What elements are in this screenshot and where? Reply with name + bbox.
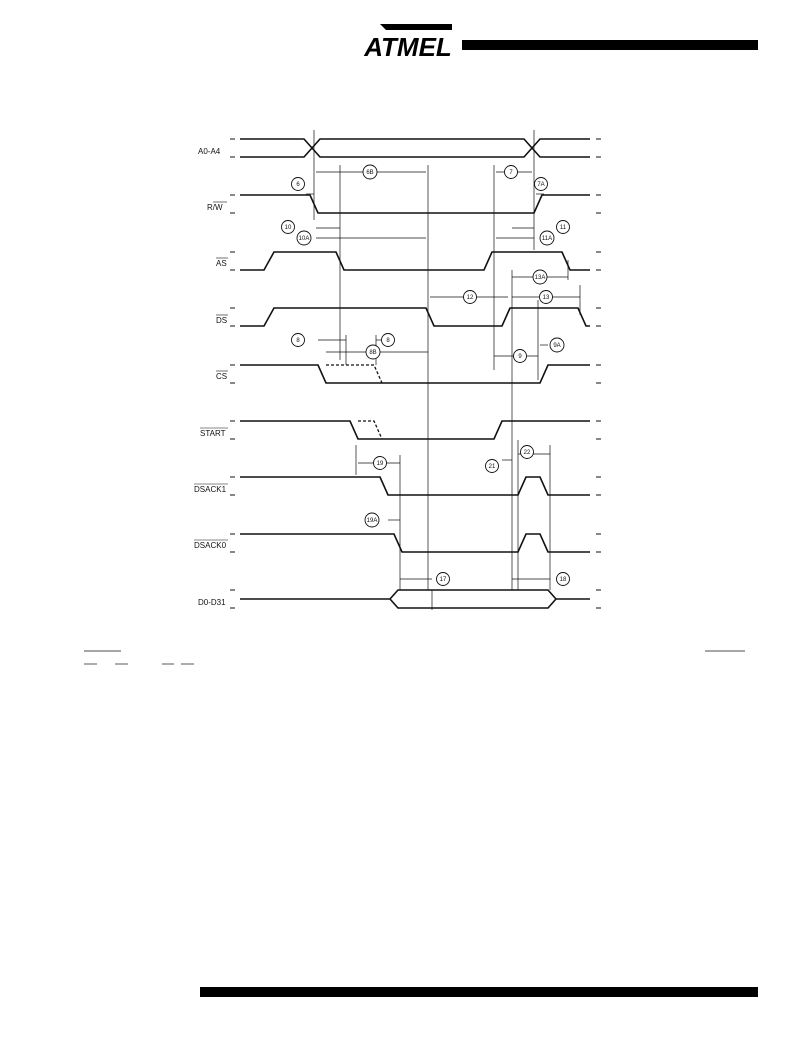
label-dsack0: DSACK0 bbox=[194, 541, 227, 550]
timing-bubble-17: 17 bbox=[436, 572, 450, 586]
svg-text:8: 8 bbox=[296, 338, 300, 344]
timing-bubble-11a: 11A bbox=[539, 230, 555, 246]
timing-bubble-8-right: 8 bbox=[381, 333, 395, 347]
timing-bubble-19a: 19A bbox=[364, 512, 380, 528]
svg-text:19: 19 bbox=[377, 461, 384, 467]
dimension-arrows bbox=[306, 171, 580, 580]
level-ticks bbox=[230, 138, 601, 609]
label-start: START bbox=[200, 429, 226, 438]
svg-text:10: 10 bbox=[285, 225, 292, 231]
timing-bubble-7a: 7A bbox=[534, 177, 548, 191]
wave-cs-dashed bbox=[326, 364, 383, 384]
svg-text:18: 18 bbox=[560, 577, 567, 583]
svg-text:11: 11 bbox=[560, 225, 567, 231]
timing-bubble-10: 10 bbox=[281, 220, 295, 234]
timing-bubble-22: 22 bbox=[520, 445, 534, 459]
timing-bubble-18: 18 bbox=[556, 572, 570, 586]
wave-start bbox=[240, 420, 590, 440]
svg-text:21: 21 bbox=[489, 464, 496, 470]
wave-start-dashed bbox=[358, 420, 383, 440]
label-d0d31: D0-D31 bbox=[198, 598, 226, 607]
timing-bubble-10a: 10A bbox=[296, 230, 312, 246]
timing-bubble-9: 9 bbox=[513, 349, 527, 363]
timing-bubble-6b: 6B bbox=[362, 164, 378, 180]
wave-d0d31 bbox=[240, 589, 590, 609]
svg-text:7A: 7A bbox=[537, 182, 544, 188]
label-ds: DS bbox=[216, 316, 227, 325]
atmel-logo: ATMEL bbox=[363, 24, 452, 62]
timing-bubble-19: 19 bbox=[373, 456, 387, 470]
timing-bubble-6: 6 bbox=[291, 177, 305, 191]
timing-bubble-8b: 8B bbox=[365, 344, 381, 360]
wave-ds bbox=[240, 307, 590, 327]
wave-cs bbox=[240, 364, 590, 384]
timing-bubble-9a: 9A bbox=[549, 337, 565, 353]
footer-bar bbox=[200, 987, 758, 997]
timing-bubble-21: 21 bbox=[485, 459, 499, 473]
svg-text:9: 9 bbox=[518, 354, 522, 360]
svg-text:8B: 8B bbox=[369, 350, 376, 356]
svg-text:13A: 13A bbox=[535, 275, 546, 281]
label-as: AS bbox=[216, 259, 227, 268]
header-bar bbox=[462, 40, 758, 50]
timing-diagram: A0-A4 R/W AS DS CS START DSACK1 DSACK0 D… bbox=[84, 130, 745, 665]
svg-text:6B: 6B bbox=[366, 170, 373, 176]
label-rw: R/W bbox=[207, 203, 223, 212]
label-cs: CS bbox=[216, 372, 227, 381]
svg-text:13: 13 bbox=[543, 295, 550, 301]
svg-text:8: 8 bbox=[386, 338, 390, 344]
wave-rw bbox=[240, 194, 590, 214]
svg-text:9A: 9A bbox=[553, 343, 560, 349]
timing-bubble-11: 11 bbox=[556, 220, 570, 234]
wave-dsack1 bbox=[240, 476, 590, 496]
reference-lines bbox=[313, 130, 581, 610]
svg-text:22: 22 bbox=[524, 450, 531, 456]
svg-text:10A: 10A bbox=[299, 236, 310, 242]
svg-text:11A: 11A bbox=[542, 236, 552, 242]
svg-text:19A: 19A bbox=[367, 518, 378, 524]
svg-text:17: 17 bbox=[440, 577, 447, 583]
timing-bubble-13: 13 bbox=[539, 290, 553, 304]
logo-text: ATMEL bbox=[363, 32, 452, 62]
wave-dsack0 bbox=[240, 533, 590, 553]
label-a0a4: A0-A4 bbox=[198, 147, 221, 156]
timing-bubble-8-left: 8 bbox=[291, 333, 305, 347]
svg-text:6: 6 bbox=[296, 182, 300, 188]
timing-bubble-13a: 13A bbox=[532, 269, 548, 285]
wave-a0a4 bbox=[240, 138, 590, 158]
label-dsack1: DSACK1 bbox=[194, 485, 227, 494]
timing-bubble-7: 7 bbox=[504, 165, 518, 179]
wave-as bbox=[240, 251, 590, 271]
note-overbars bbox=[84, 650, 745, 665]
svg-text:12: 12 bbox=[467, 295, 474, 301]
svg-text:7: 7 bbox=[509, 170, 513, 176]
timing-bubble-12: 12 bbox=[463, 290, 477, 304]
